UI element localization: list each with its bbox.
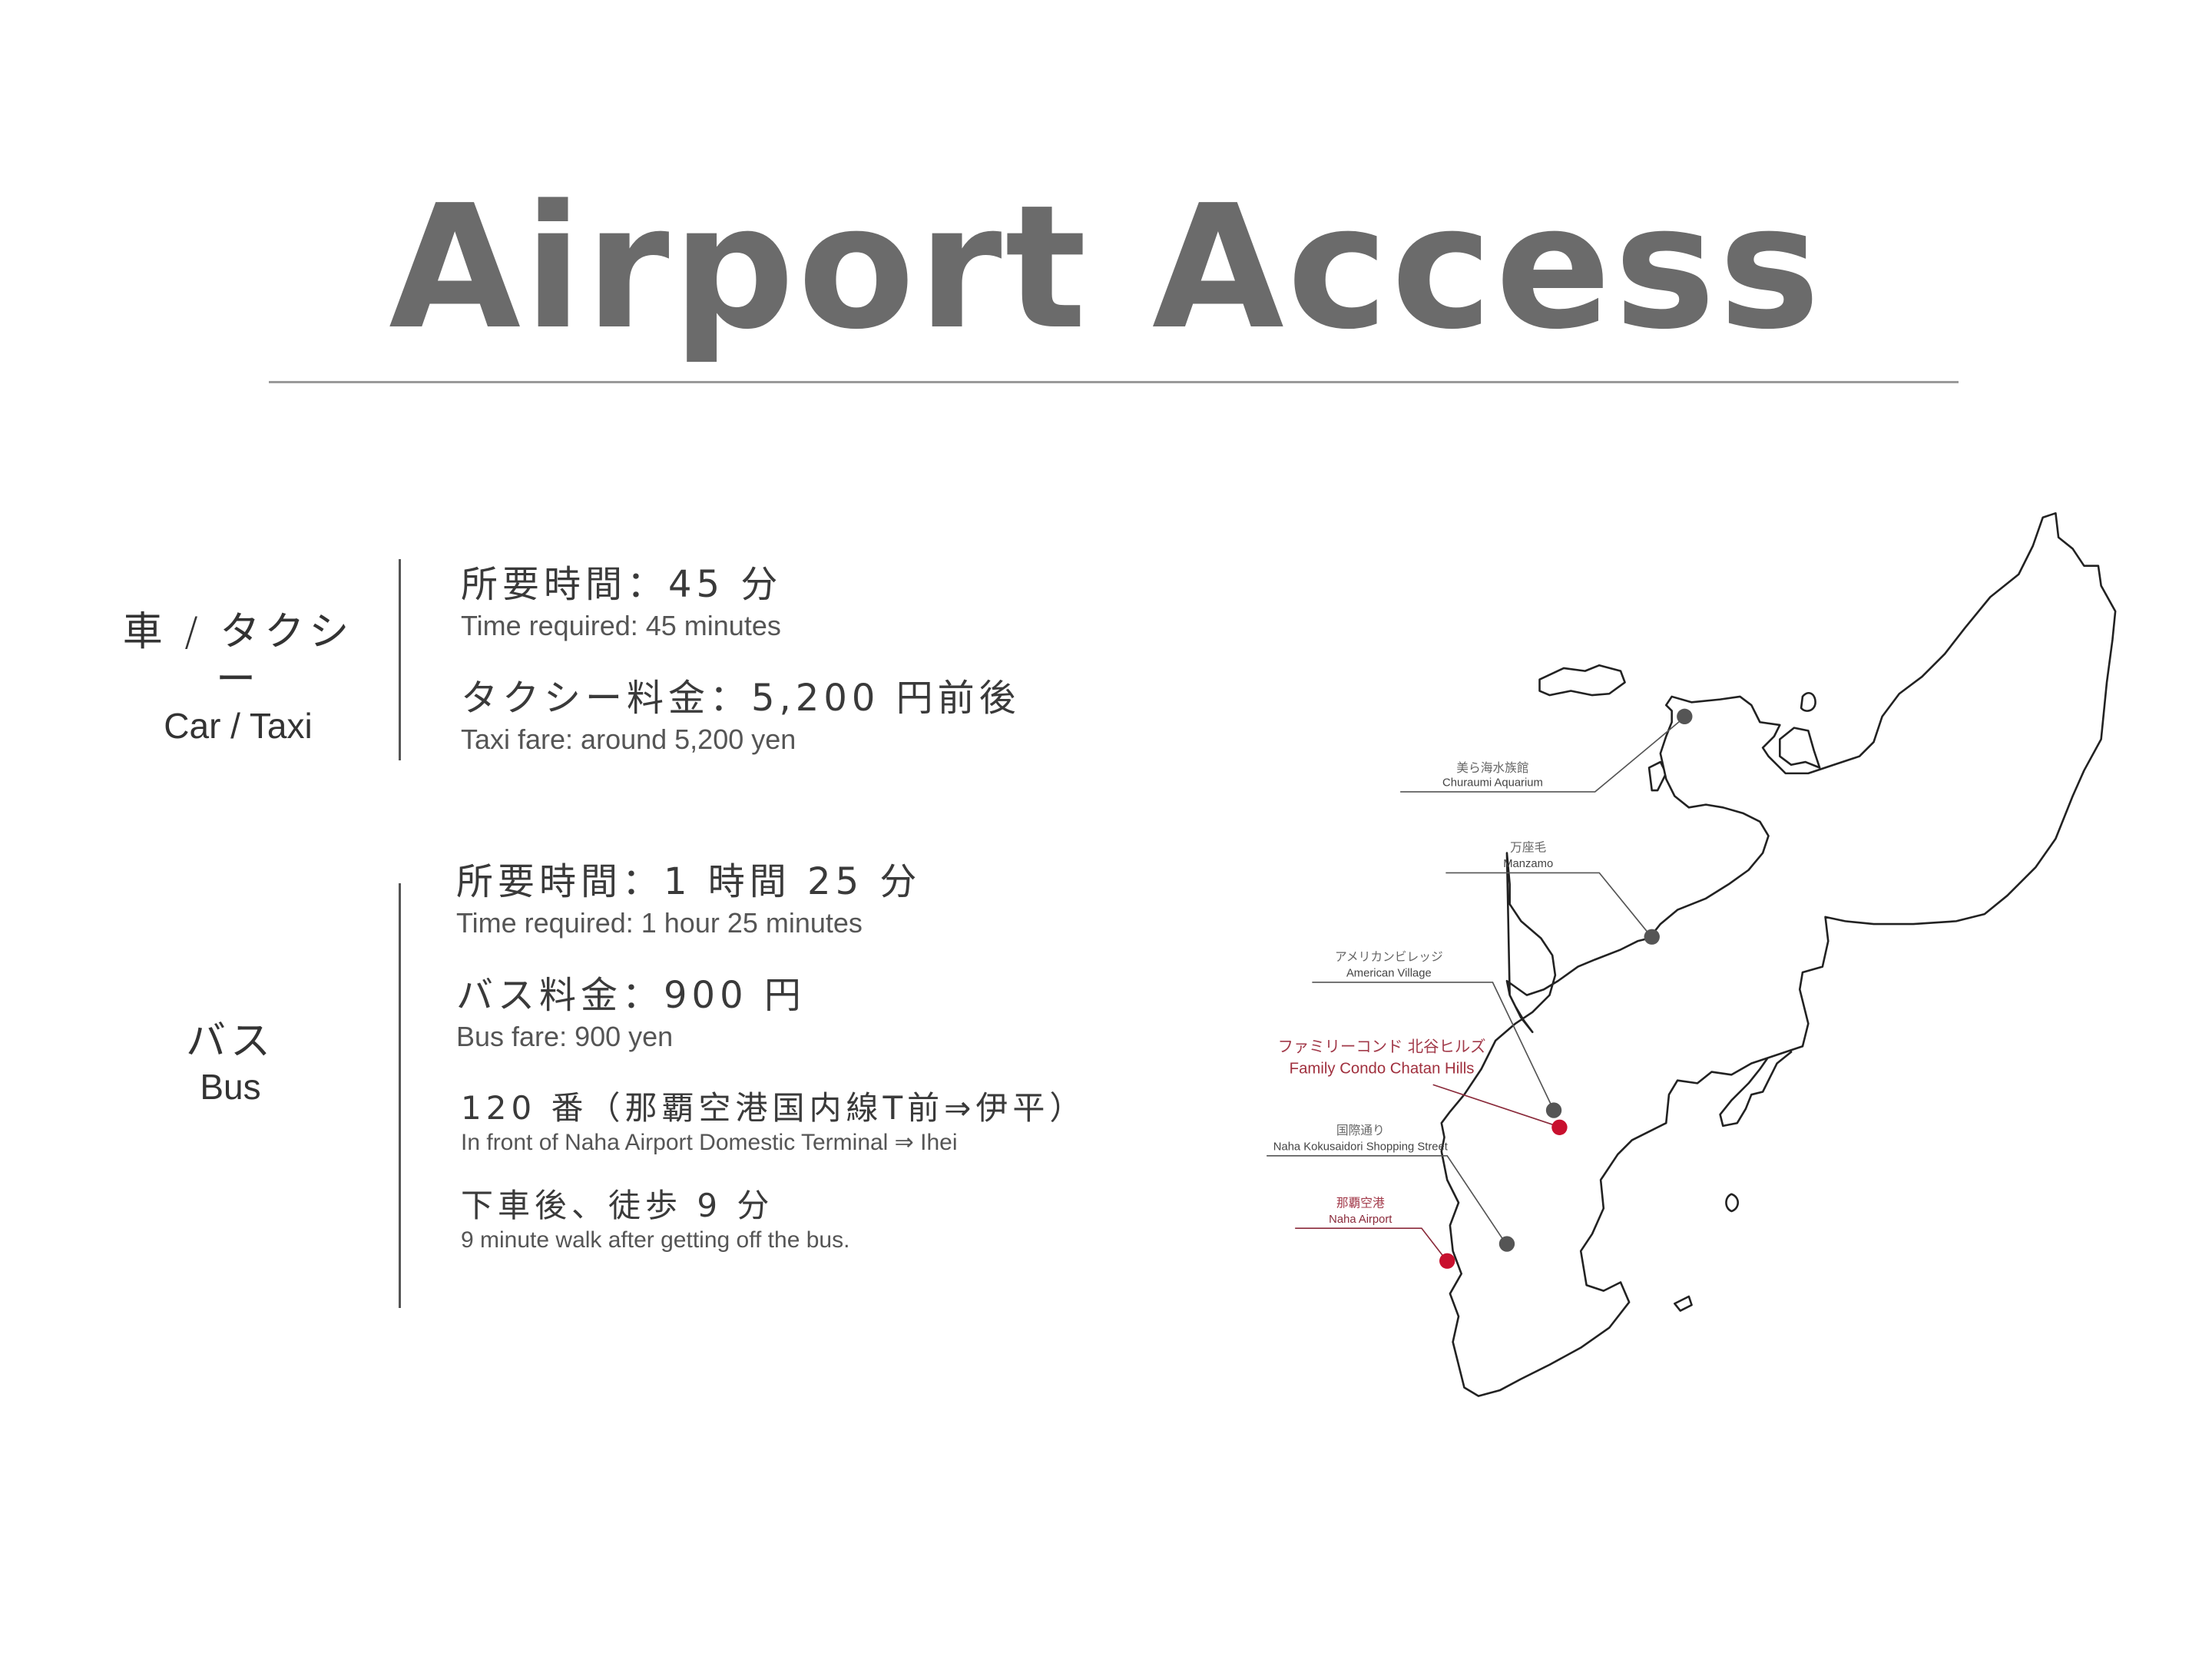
label-american-village-en: American Village (1346, 968, 1432, 980)
category-label-en: Bus (200, 1067, 261, 1108)
bus-fare: バス料金：900 円 Bus fare: 900 yen (456, 974, 806, 1055)
item-jp: 下車後、徒歩 9 分 (461, 1187, 774, 1224)
marker-naha-airport[interactable] (1439, 1253, 1455, 1269)
car-taxi-fare: タクシー料金：5,200 円前後 Taxi fare: around 5,200… (461, 677, 1021, 758)
island-small-2 (1725, 1193, 1740, 1213)
bus-route: 120 番（那覇空港国内線T前⇒伊平） In front of Naha Air… (461, 1089, 1086, 1159)
leader-american-village (1312, 982, 1553, 1108)
label-family-condo-jp: ファミリーコンド 北谷ヒルズ (1278, 1038, 1486, 1056)
island-okinawa-main (1440, 512, 2117, 1397)
label-american-village-jp: アメリカンビレッジ (1335, 949, 1443, 964)
car-time-required: 所要時間：45 分 Time required: 45 minutes (461, 563, 782, 644)
leader-kokusaidori (1267, 1154, 1505, 1242)
island-kudaka (1674, 1295, 1693, 1312)
item-jp: タクシー料金：5,200 円前後 (461, 677, 1021, 720)
marker-churaumi[interactable] (1677, 708, 1693, 725)
label-manzamo-jp: 万座毛 (1510, 840, 1546, 855)
title-divider (269, 381, 1959, 383)
category-label-en: Car / Taxi (164, 705, 313, 746)
item-jp: 所要時間：45 分 (461, 563, 783, 606)
label-naha-airport-en: Naha Airport (1329, 1214, 1392, 1226)
item-jp: 所要時間：1 時間 25 分 (456, 860, 922, 903)
label-kokusaidori-jp: 国際通り (1336, 1123, 1385, 1137)
label-family-condo-en: Family Condo Chatan Hills (1290, 1060, 1475, 1077)
category-bus: バス Bus (131, 1018, 330, 1110)
island-katsuren (1719, 1039, 1793, 1128)
label-kokusaidori-en: Naha Kokusaidori Shopping Street (1273, 1141, 1448, 1153)
marker-american-village[interactable] (1545, 1102, 1562, 1118)
label-manzamo-en: Manzamo (1503, 858, 1553, 870)
label-churaumi-en: Churaumi Aquarium (1442, 777, 1543, 790)
item-en: Taxi fare: around 5,200 yen (461, 723, 796, 755)
label-churaumi-jp: 美ら海水族館 (1456, 760, 1528, 775)
island-ie (1538, 664, 1626, 697)
leader-family-condo (1432, 1084, 1557, 1127)
island-sesoko (1647, 760, 1667, 792)
marker-manzamo[interactable] (1644, 929, 1660, 945)
leader-naha-airport (1295, 1227, 1447, 1260)
label-naha-airport-jp: 那覇空港 (1336, 1195, 1385, 1210)
page-title: Airport Access (389, 169, 1823, 367)
item-en: Time required: 1 hour 25 minutes (456, 906, 863, 939)
island-small-1 (1800, 692, 1816, 712)
item-en: Time required: 45 minutes (461, 609, 781, 641)
item-en: 9 minute walk after getting off the bus. (461, 1227, 850, 1253)
bus-walk: 下車後、徒歩 9 分 9 minute walk after getting o… (461, 1187, 849, 1257)
category-car-taxi: 車 / タクシー Car / Taxi (108, 608, 369, 748)
marker-kokusaidori[interactable] (1498, 1236, 1515, 1252)
island-yagaji (1779, 727, 1821, 769)
leader-manzamo (1445, 872, 1650, 935)
marker-family-condo[interactable] (1551, 1119, 1568, 1135)
item-en: In front of Naha Airport Domestic Termin… (461, 1130, 958, 1156)
item-jp: 120 番（那覇空港国内線T前⇒伊平） (461, 1089, 1087, 1127)
item-en: Bus fare: 900 yen (456, 1020, 674, 1052)
leader-churaumi (1400, 720, 1681, 793)
item-jp: バス料金：900 円 (456, 974, 806, 1017)
category-label-jp: バス (185, 1018, 275, 1065)
category-label-jp: 車 / タクシー (122, 609, 354, 704)
bus-time-required: 所要時間：1 時間 25 分 Time required: 1 hour 25 … (456, 860, 921, 942)
section-divider-car (399, 559, 401, 760)
section-divider-bus (399, 883, 401, 1308)
